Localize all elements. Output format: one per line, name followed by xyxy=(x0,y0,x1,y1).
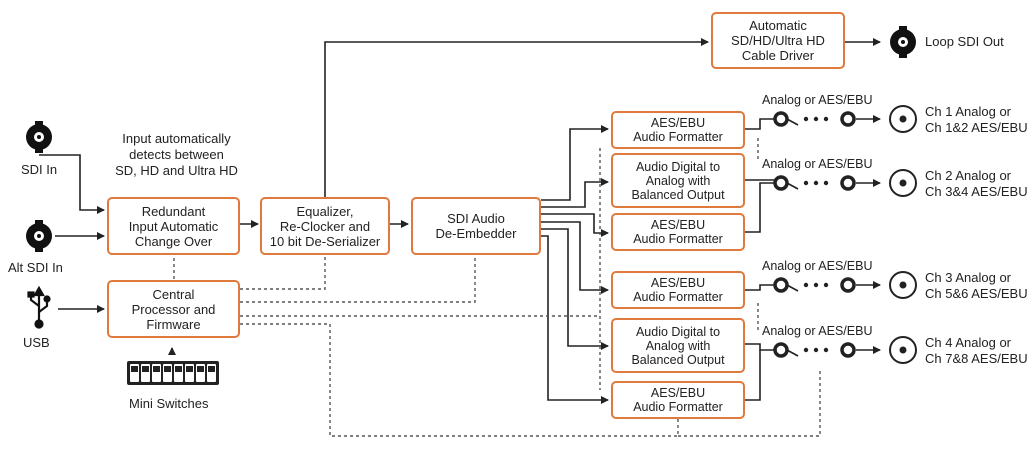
ctrl-switch4 xyxy=(678,370,821,437)
ctrl-bottom-loop xyxy=(240,323,679,437)
switch2-arm xyxy=(786,182,799,190)
aes-formatter-4: AES/EBU Audio Formatter xyxy=(611,381,745,419)
output-jacks xyxy=(889,105,917,364)
fan-analog1 xyxy=(541,178,609,208)
switch4-right-contact xyxy=(840,342,856,358)
switch1-arm xyxy=(786,118,799,126)
fan-aes1 xyxy=(541,125,609,201)
switch2-left-contact xyxy=(773,175,789,191)
switch4-label: Analog or AES/EBU xyxy=(762,324,873,338)
switch1-label: Analog or AES/EBU xyxy=(762,93,873,107)
alt-sdi-in-label: Alt SDI In xyxy=(8,260,63,275)
redundant-input-block: Redundant Input Automatic Change Over xyxy=(107,197,240,255)
switch3-label: Analog or AES/EBU xyxy=(762,259,873,273)
aes3-to-switch3 xyxy=(745,284,775,291)
fan-aes3 xyxy=(541,221,609,294)
mini-switches-label: Mini Switches xyxy=(129,396,209,411)
switch1-right-contact xyxy=(840,111,856,127)
ch4-jack-icon xyxy=(889,336,917,364)
usb-icon xyxy=(27,285,51,329)
analog-output-1: Audio Digital to Analog with Balanced Ou… xyxy=(611,153,745,208)
aes-formatter-1: AES/EBU Audio Formatter xyxy=(611,111,745,149)
aes-formatter-2: AES/EBU Audio Formatter xyxy=(611,213,745,251)
loop-sdi-out-bnc-icon xyxy=(890,26,916,58)
fan-analog2 xyxy=(541,228,609,350)
auto-detect-note: Input automatically detects between SD, … xyxy=(115,131,238,178)
aes1-to-switch1 xyxy=(745,118,775,130)
switch4-arm xyxy=(786,349,799,357)
ctrl-deembedder xyxy=(240,252,476,303)
switch3-arm xyxy=(786,284,799,292)
switch3-left-contact xyxy=(773,277,789,293)
sdi-in-label: SDI In xyxy=(21,162,58,177)
deembedder-block: SDI Audio De-Embedder xyxy=(411,197,541,255)
aes2-to-switch2 xyxy=(745,182,775,233)
sdi-in-line xyxy=(39,154,105,214)
analog2-to-switch4 xyxy=(745,343,775,351)
ch3-output-label: Ch 3 Analog or Ch 5&6 AES/EBU xyxy=(925,270,1028,301)
switch2-label: Analog or AES/EBU xyxy=(762,157,873,171)
switch-contacts xyxy=(773,111,856,358)
central-processor-block: Central Processor and Firmware xyxy=(107,280,240,338)
input-bnc-connectors xyxy=(26,26,916,252)
ch2-jack-icon xyxy=(889,169,917,197)
equalizer-block: Equalizer, Re-Clocker and 10 bit De-Seri… xyxy=(260,197,390,255)
ctrl-equalizer xyxy=(240,252,326,290)
dotted-control-lines xyxy=(173,138,821,437)
switch4-left-contact xyxy=(773,342,789,358)
switch3-right-contact xyxy=(840,277,856,293)
ch2-output-label: Ch 2 Analog or Ch 3&4 AES/EBU xyxy=(925,168,1028,199)
equalizer-to-cable-driver xyxy=(324,38,709,198)
mini-switches-icon xyxy=(127,361,219,385)
alt-sdi-in-bnc-icon xyxy=(26,220,52,252)
ch4-output-label: Ch 4 Analog or Ch 7&8 AES/EBU xyxy=(925,335,1028,366)
fan-aes4 xyxy=(541,235,609,404)
aes-formatter-3: AES/EBU Audio Formatter xyxy=(611,271,745,309)
ch1-jack-icon xyxy=(889,105,917,133)
usb-label: USB xyxy=(23,335,50,350)
switch-dots xyxy=(803,116,829,353)
switch2-right-contact xyxy=(840,175,856,191)
ch1-output-label: Ch 1 Analog or Ch 1&2 AES/EBU xyxy=(925,104,1028,135)
analog-output-2: Audio Digital to Analog with Balanced Ou… xyxy=(611,318,745,373)
fan-aes2 xyxy=(541,213,609,237)
ch3-jack-icon xyxy=(889,271,917,299)
aes4-to-switch4 xyxy=(745,350,761,401)
cable-driver-block: Automatic SD/HD/Ultra HD Cable Driver xyxy=(711,12,845,69)
loop-sdi-out-label: Loop SDI Out xyxy=(925,34,1004,49)
switch1-left-contact xyxy=(773,111,789,127)
sdi-in-bnc-icon xyxy=(26,121,52,153)
solid-connectors xyxy=(39,38,881,404)
